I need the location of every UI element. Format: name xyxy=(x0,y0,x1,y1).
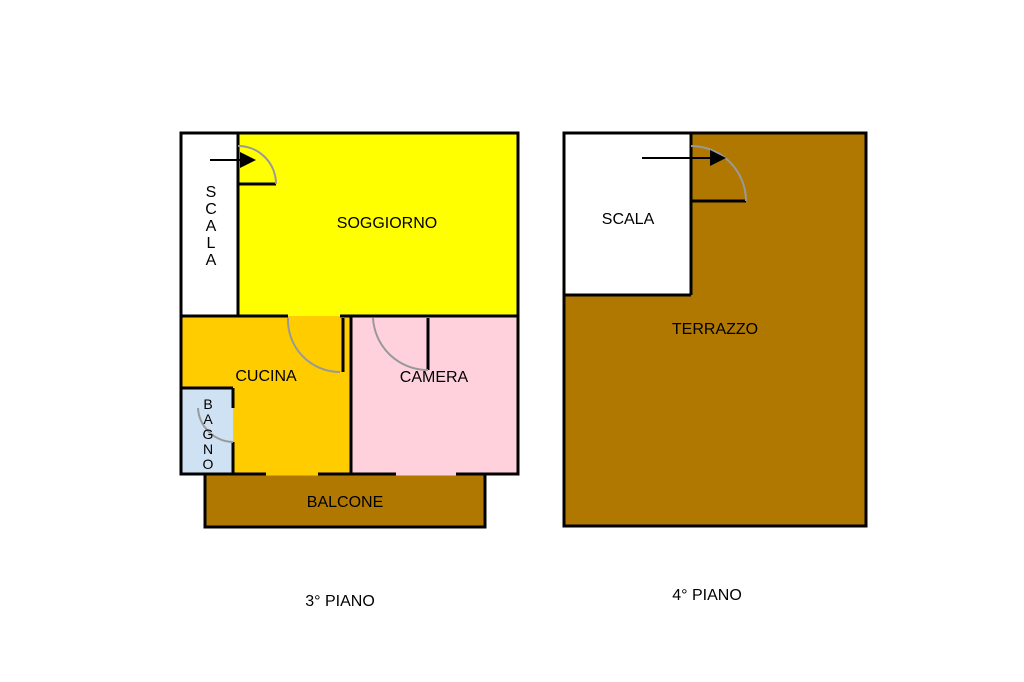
scala-4-label: SCALA xyxy=(602,211,655,228)
floor-4-label: 4° PIANO xyxy=(672,587,742,604)
svg-text:A: A xyxy=(203,411,213,427)
room-soggiorno xyxy=(238,133,518,316)
cucina-label: CUCINA xyxy=(235,368,297,385)
door-arcs-floor-3 xyxy=(197,145,429,443)
floor-4: SCALA TERRAZZO 4° PIANO xyxy=(562,131,868,604)
balcone-label: BALCONE xyxy=(307,494,383,511)
svg-text:B: B xyxy=(203,396,212,412)
bagno-vertical-label: B A G N O xyxy=(203,396,214,472)
svg-text:S: S xyxy=(206,184,217,201)
room-balcone xyxy=(203,472,487,529)
svg-text:G: G xyxy=(203,426,214,442)
floor-3: S C A L A SOGGIORNO CUCINA CAMERA B A G … xyxy=(179,131,520,610)
room-scala-4 xyxy=(564,133,691,295)
svg-text:L: L xyxy=(207,235,216,252)
scala-vertical-label: S C A L A xyxy=(205,184,217,269)
walls-floor-3 xyxy=(179,131,520,476)
svg-text:A: A xyxy=(206,252,217,269)
room-scala xyxy=(181,133,238,316)
svg-text:O: O xyxy=(203,456,214,472)
room-camera xyxy=(351,316,518,474)
soggiorno-label: SOGGIORNO xyxy=(337,215,437,232)
camera-label: CAMERA xyxy=(400,369,469,386)
svg-text:C: C xyxy=(205,201,217,218)
door-arc-floor-4 xyxy=(690,145,747,202)
svg-text:N: N xyxy=(203,441,213,457)
floor-3-label: 3° PIANO xyxy=(305,593,375,610)
walls-floor-4 xyxy=(562,131,868,528)
terrazzo-label: TERRAZZO xyxy=(672,321,758,338)
svg-text:A: A xyxy=(206,218,217,235)
